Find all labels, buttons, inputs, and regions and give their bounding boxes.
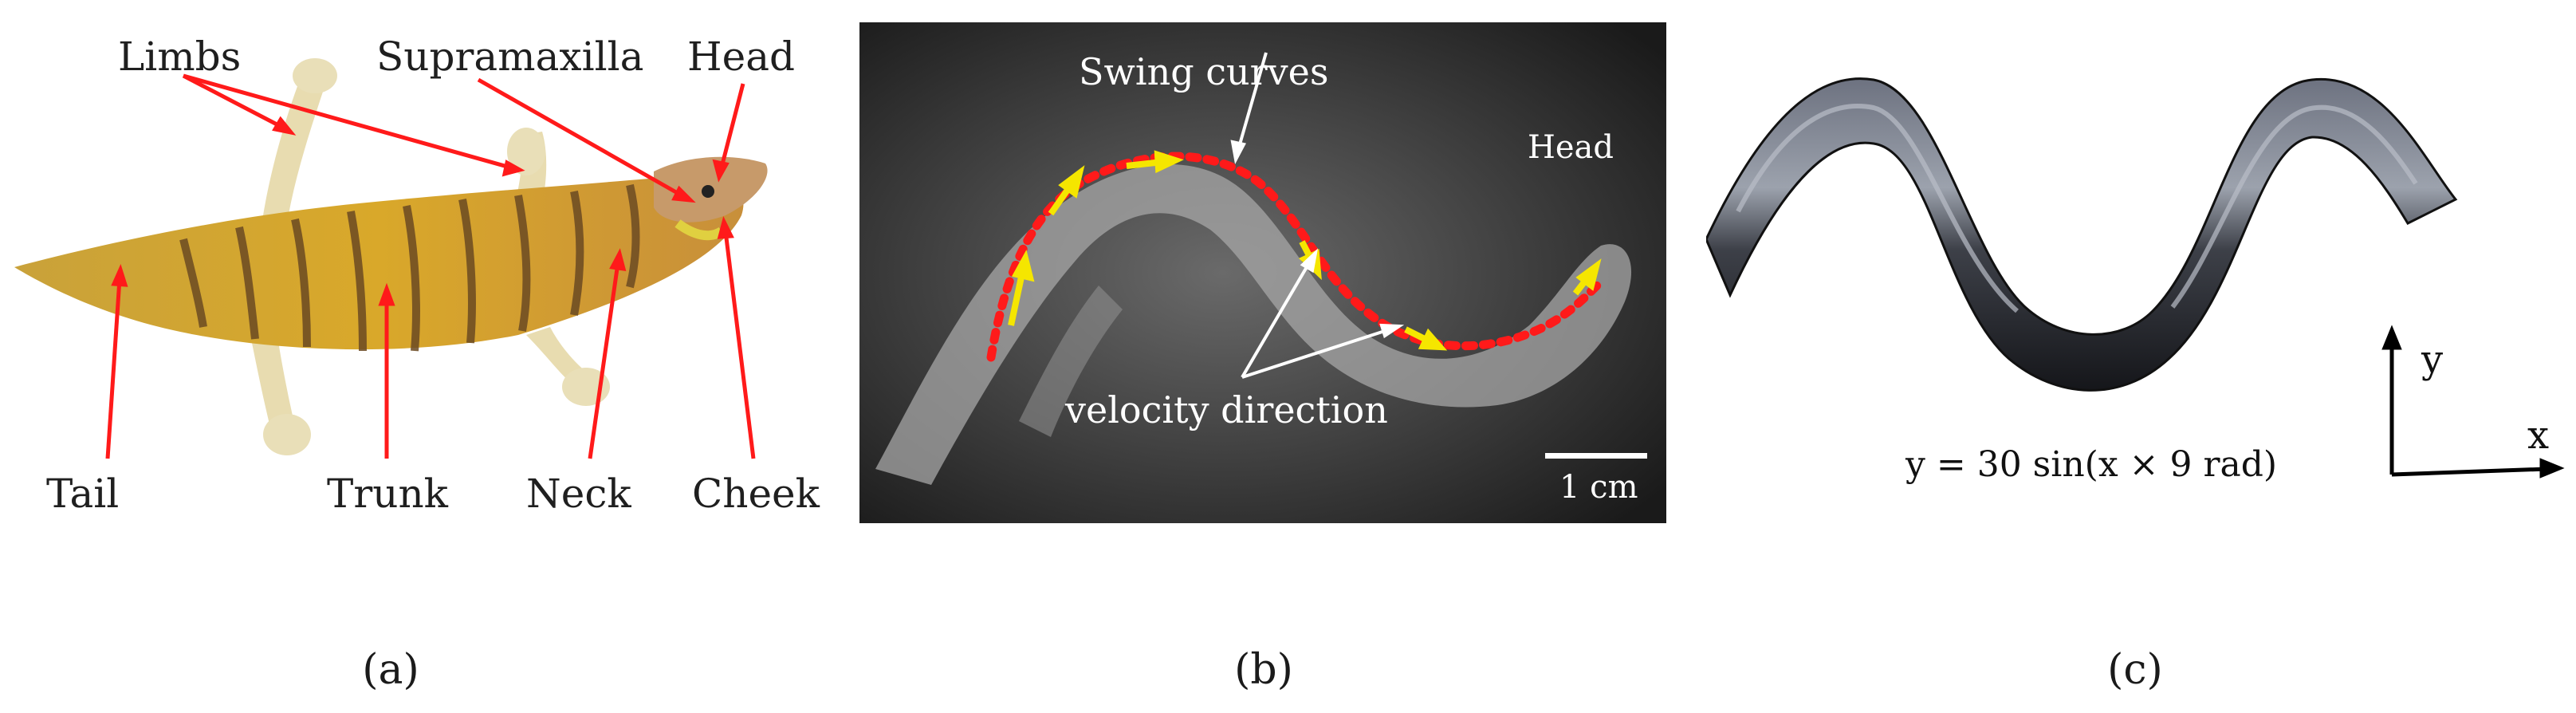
head-label: Head [1528, 129, 1614, 166]
velocity-arrows [1008, 150, 1602, 351]
white-annotation-arrows [1230, 52, 1405, 379]
axis-indicator [2381, 325, 2565, 479]
label-trunk: Trunk [327, 471, 449, 517]
sinusoid-tube [1706, 77, 2458, 392]
lizard-image [14, 58, 768, 455]
axis-x-label: x [2527, 413, 2549, 458]
label-neck: Neck [526, 471, 631, 517]
label-limbs: Limbs [118, 33, 241, 80]
caption-a: (a) [362, 646, 419, 694]
sinusoid-equation: y = 30 sin(x × 9 rad) [1905, 444, 2277, 485]
xray-body [875, 163, 1632, 486]
label-head: Head [687, 33, 795, 80]
panel-b-xray-figure: Swing curves Head velocity direction 1 c… [859, 22, 1666, 523]
panel-a-annotation-arrows [105, 73, 756, 459]
label-cheek: Cheek [692, 471, 820, 517]
label-supramaxilla: Supramaxilla [376, 33, 643, 80]
swing-curves-label: Swing curves [1079, 50, 1329, 93]
label-tail: Tail [46, 471, 119, 517]
caption-c: (c) [2107, 646, 2163, 694]
caption-b: (b) [1234, 646, 1293, 694]
panel-a-lizard-figure: Limbs Supramaxilla Head Tail Trunk Neck … [14, 33, 820, 517]
panel-c-tube-figure: y x y = 30 sin(x × 9 rad) [1706, 77, 2565, 485]
scale-bar-label: 1 cm [1559, 469, 1638, 506]
swing-curve [986, 152, 1602, 362]
axis-y-label: y [2421, 337, 2443, 382]
velocity-direction-label: velocity direction [1064, 388, 1388, 431]
scale-bar [1545, 453, 1647, 459]
